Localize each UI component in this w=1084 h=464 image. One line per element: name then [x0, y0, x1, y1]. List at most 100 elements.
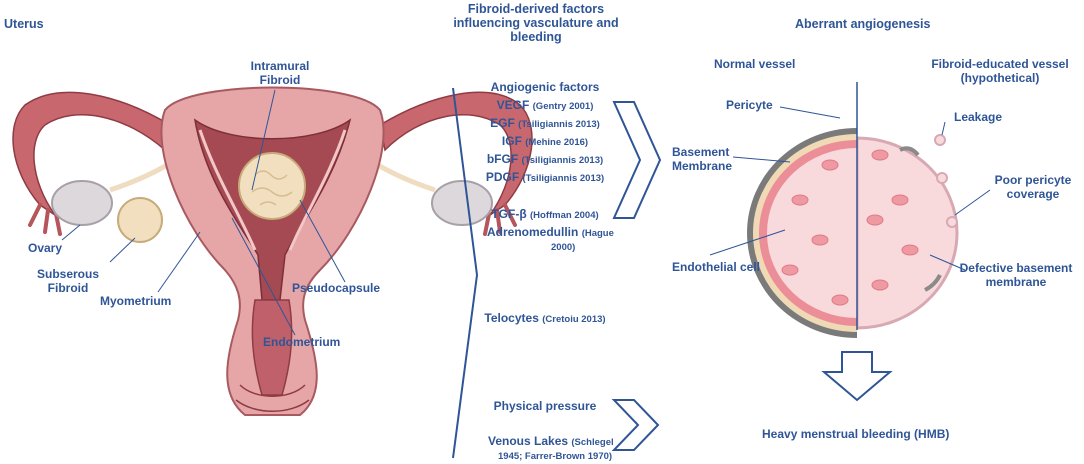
- down-arrow-hmb: [821, 351, 893, 402]
- label-line: Defective basement: [959, 261, 1073, 275]
- angiogenic-heading: Angiogenic factors: [490, 80, 600, 94]
- pointer-endothelial: [709, 229, 786, 256]
- pointer-myometrium: [157, 231, 201, 293]
- pointer-basement: [732, 156, 791, 163]
- factor-ref: (Cretoiu 2013): [542, 314, 606, 325]
- factor-ref: (Schlegel: [571, 437, 614, 448]
- title-line: influencing vasculature and: [453, 16, 619, 30]
- factor-telocytes: Telocytes (Cretoiu 2013): [470, 311, 620, 327]
- factors-wedge-arrow: [452, 87, 479, 459]
- label-pericyte: Pericyte: [726, 98, 773, 112]
- cervix-fold: [235, 399, 310, 412]
- factor-adrenomedullin: Adrenomedullin (Hague 2000): [487, 225, 614, 255]
- factor-name: EGF: [490, 116, 515, 130]
- label-line: Membrane: [672, 159, 733, 173]
- label-line: (hypothetical): [960, 71, 1040, 85]
- factor-name: PDGF: [485, 170, 520, 184]
- uterus-title: Uterus: [4, 17, 44, 31]
- pointer-poor-pericyte: [954, 189, 991, 216]
- factors-title: Fibroid-derived factors influencing vasc…: [446, 2, 626, 44]
- factor-ref: (Tsiligiannis 2013): [518, 119, 600, 130]
- factor-pdgf: PDGF (Tsiligiannis 2013): [470, 170, 620, 186]
- factor-name: VEGF: [496, 98, 530, 112]
- label-defective-basement-membrane: Defective basement membrane: [952, 261, 1080, 289]
- label-ovary: Ovary: [28, 241, 63, 255]
- factor-physical-pressure: Physical pressure: [493, 399, 597, 413]
- pointer-pericyte: [779, 106, 841, 119]
- label-normal-vessel: Normal vessel: [714, 57, 796, 71]
- label-line: membrane: [985, 275, 1047, 289]
- label-heavy-menstrual-bleeding: Heavy menstrual bleeding (HMB): [762, 427, 950, 441]
- factor-name: IGF: [501, 134, 522, 148]
- factor-ref: (Hoffman 2004): [530, 210, 599, 221]
- pointer-defective: [929, 254, 966, 271]
- leakage-bump: [946, 216, 958, 228]
- label-basement-membrane: Basement Membrane: [672, 145, 732, 173]
- myometrium-streak: [288, 129, 347, 251]
- label-endometrium: Endometrium: [263, 335, 341, 349]
- label-line: Fibroid: [259, 73, 301, 87]
- label-line: coverage: [1006, 187, 1060, 201]
- label-fibroid-educated-vessel: Fibroid-educated vessel (hypothetical): [920, 57, 1080, 85]
- leakage-bump: [936, 172, 948, 184]
- title-line: Fibroid-derived factors: [467, 2, 605, 16]
- label-line: Intramural: [250, 59, 310, 73]
- myometrium-streak: [198, 129, 257, 251]
- title-line: bleeding: [510, 30, 562, 44]
- subserous-fibroid: [117, 197, 163, 243]
- label-line: Subserous: [36, 267, 99, 281]
- factor-name: Adrenomedullin: [487, 225, 579, 239]
- label-leakage: Leakage: [954, 110, 1003, 124]
- factor-name: bFGF: [486, 152, 519, 166]
- right-fimbriae: [483, 203, 517, 236]
- pointer-intramural: [251, 89, 276, 191]
- label-poor-pericyte-coverage: Poor pericyte coverage: [983, 173, 1083, 201]
- factor-ref: (Tsiligiannis 2013): [521, 155, 604, 166]
- factor-ref: (Mehine 2016): [525, 137, 589, 148]
- factor-bfgf: bFGF (Tsiligiannis 2013): [470, 152, 620, 168]
- red-blood-cells: [781, 149, 919, 306]
- cervix-fold: [239, 384, 306, 397]
- factor-igf: IGF (Mehine 2016): [470, 134, 620, 150]
- label-endothelial-cell: Endothelial cell: [672, 260, 761, 274]
- factor-ref: 1945; Farrer-Brown 1970): [498, 451, 613, 462]
- leakage-bump: [934, 134, 946, 146]
- left-fimbriae: [28, 203, 62, 236]
- factor-ref: (Hague: [581, 228, 614, 239]
- angiogenesis-title: Aberrant angiogenesis: [795, 17, 931, 31]
- label-myometrium: Myometrium: [100, 294, 172, 308]
- factor-egf: EGF (Tsiligiannis 2013): [470, 116, 620, 132]
- label-line: Basement: [672, 145, 730, 159]
- factor-ref: (Gentry 2001): [532, 101, 594, 112]
- factor-name: Telocytes: [484, 311, 539, 325]
- chevron-arrow-physical: [611, 399, 660, 451]
- chevron-arrow-angiogenic: [612, 101, 662, 219]
- pointer-endometrium: [231, 217, 296, 336]
- pointer-subserous: [109, 237, 136, 263]
- factor-name: Venous Lakes: [488, 434, 569, 448]
- pointer-ovary: [61, 224, 81, 241]
- factor-venous-lakes: Venous Lakes (Schlegel 1945; Farrer-Brow…: [488, 434, 614, 464]
- normal-vessel-lumen: [767, 148, 857, 318]
- factor-name: TGF-β: [491, 207, 527, 221]
- factor-ref: (Tsiligiannis 2013): [522, 173, 605, 184]
- sparse-pericyte: [899, 146, 920, 157]
- pointer-pseudocapsule: [299, 199, 346, 283]
- label-pseudocapsule: Pseudocapsule: [292, 281, 381, 295]
- left-ovary: [51, 180, 113, 226]
- label-subserous-fibroid: Subserous Fibroid: [28, 267, 108, 295]
- label-line: Poor pericyte: [994, 173, 1072, 187]
- uterus-illustration: [12, 86, 533, 416]
- label-line: Fibroid-educated vessel: [931, 57, 1069, 71]
- factor-tgf-beta: TGF-β (Hoffman 2004): [470, 207, 620, 223]
- vessel-cross-section: [709, 82, 991, 338]
- fibroid-vessel-half: [855, 136, 959, 330]
- fibroid-texture: [251, 170, 293, 206]
- sparse-pericyte: [924, 274, 942, 292]
- factor-vegf: VEGF (Gentry 2001): [470, 98, 620, 114]
- label-intramural-fibroid: Intramural Fibroid: [245, 59, 315, 87]
- label-line: Fibroid: [47, 281, 89, 295]
- factor-ref: 2000): [551, 242, 576, 253]
- intramural-fibroid: [238, 152, 306, 220]
